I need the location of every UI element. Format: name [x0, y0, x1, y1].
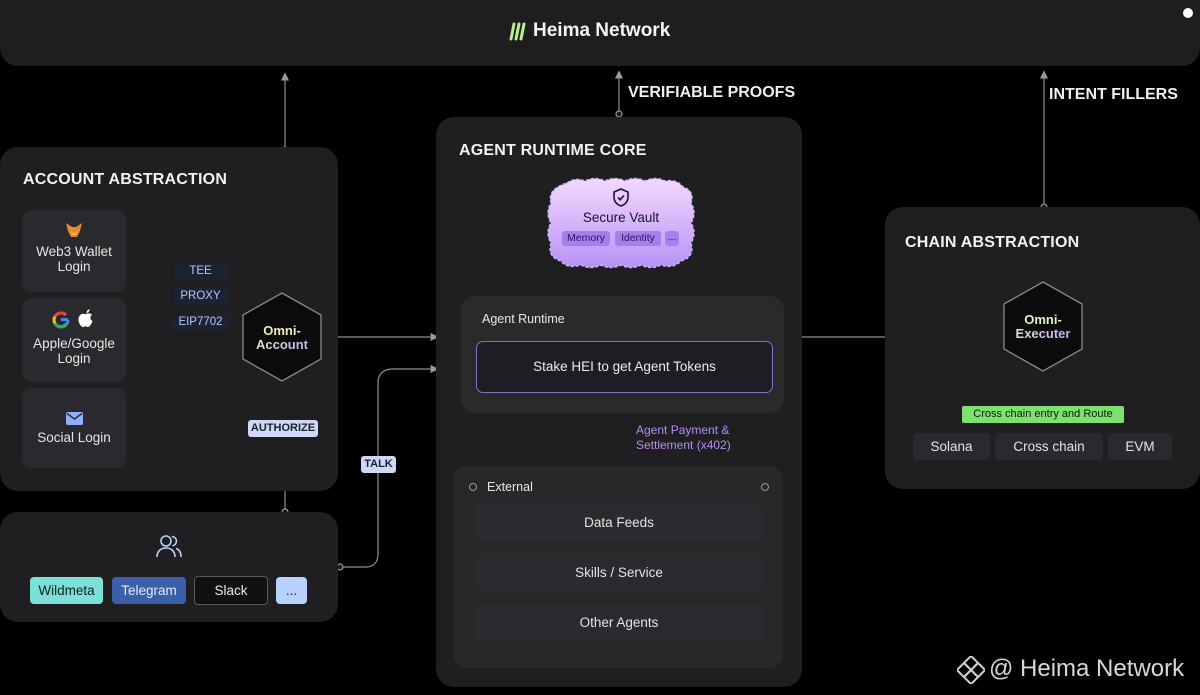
social-login-label: Social Login: [37, 430, 111, 445]
vault-tag-more: ...: [665, 231, 679, 246]
external-data-feeds[interactable]: Data Feeds: [474, 504, 764, 541]
header-bar: Heima Network: [0, 0, 1200, 66]
omni-executer-line1: Omni-: [1024, 312, 1062, 327]
channel-telegram[interactable]: Telegram: [112, 577, 186, 604]
external-dot-left-icon: [469, 483, 477, 491]
channel-slack[interactable]: Slack: [194, 576, 268, 605]
social-login[interactable]: Social Login: [22, 388, 126, 468]
channel-more[interactable]: ...: [276, 577, 307, 604]
header-title: Heima Network: [533, 20, 671, 41]
omni-account-line1: Omni-: [263, 323, 301, 338]
mail-icon: [66, 412, 83, 428]
web3-wallet-label-line2: Login: [57, 259, 91, 274]
apple-google-login[interactable]: Apple/Google Login: [22, 298, 126, 382]
external-skills-service[interactable]: Skills / Service: [474, 554, 764, 591]
apple-icon: [78, 309, 94, 331]
omni-account-hex[interactable]: Omni- Account: [242, 292, 322, 382]
chain-solana[interactable]: Solana: [913, 433, 990, 460]
chip-proxy: PROXY: [174, 288, 227, 305]
authorize-badge: AUTHORIZE: [248, 420, 318, 437]
web3-wallet-login[interactable]: Web3 Wallet Login: [22, 210, 126, 292]
chip-tee: TEE: [174, 263, 227, 280]
secure-vault[interactable]: Secure Vault Memory Identity ...: [545, 177, 697, 269]
window-dot-icon: [1183, 8, 1193, 18]
channel-wildmeta[interactable]: Wildmeta: [30, 577, 103, 604]
account-abstraction-title: ACCOUNT ABSTRACTION: [23, 171, 228, 188]
payment-label: Agent Payment & Settlement (x402): [636, 423, 731, 453]
stake-hei-label: Stake HEI to get Agent Tokens: [533, 359, 716, 374]
vault-tag-identity: Identity: [615, 231, 661, 246]
external-dot-right-icon: [761, 483, 769, 491]
omni-executer-hex[interactable]: Omni- Executer: [1003, 281, 1083, 372]
chain-evm[interactable]: EVM: [1108, 433, 1172, 460]
chain-cross-chain[interactable]: Cross chain: [995, 433, 1103, 460]
chain-abstraction-title: CHAIN ABSTRACTION: [905, 234, 1080, 251]
external-title: External: [487, 480, 533, 494]
watermark-text: @ Heima Network: [989, 655, 1185, 682]
verifiable-proofs-label: VERIFIABLE PROOFS: [628, 84, 796, 101]
apple-google-label-line2: Login: [57, 351, 91, 366]
google-icon: [52, 311, 70, 332]
binance-square-icon: [955, 654, 987, 689]
web3-wallet-label-line1: Web3 Wallet: [36, 244, 112, 259]
secure-vault-title: Secure Vault: [582, 210, 660, 225]
metamask-fox-icon: [65, 222, 83, 241]
vault-tag-memory: Memory: [562, 231, 610, 246]
payment-label-line1: Agent Payment &: [636, 423, 730, 437]
chip-eip7702: EIP7702: [174, 314, 227, 331]
omni-executer-line2: Executer: [1003, 326, 1083, 341]
stake-hei-button[interactable]: Stake HEI to get Agent Tokens: [476, 341, 773, 393]
omni-account-line2: Account: [242, 337, 322, 352]
agent-runtime-title: Agent Runtime: [482, 312, 565, 326]
talk-badge: TALK: [361, 456, 396, 473]
payment-label-line2: Settlement (x402): [636, 438, 731, 452]
agent-runtime-core-title: AGENT RUNTIME CORE: [459, 142, 647, 159]
apple-google-label-line1: Apple/Google: [33, 336, 115, 351]
cross-chain-route-badge: Cross chain entry and Route: [962, 406, 1124, 423]
external-other-agents[interactable]: Other Agents: [474, 604, 764, 641]
shield-check-icon: [613, 188, 629, 212]
channels-panel: [0, 512, 338, 622]
intent-fillers-label: INTENT FILLERS: [1049, 86, 1178, 103]
heima-logo-icon: [508, 21, 528, 46]
users-icon: [155, 533, 183, 564]
